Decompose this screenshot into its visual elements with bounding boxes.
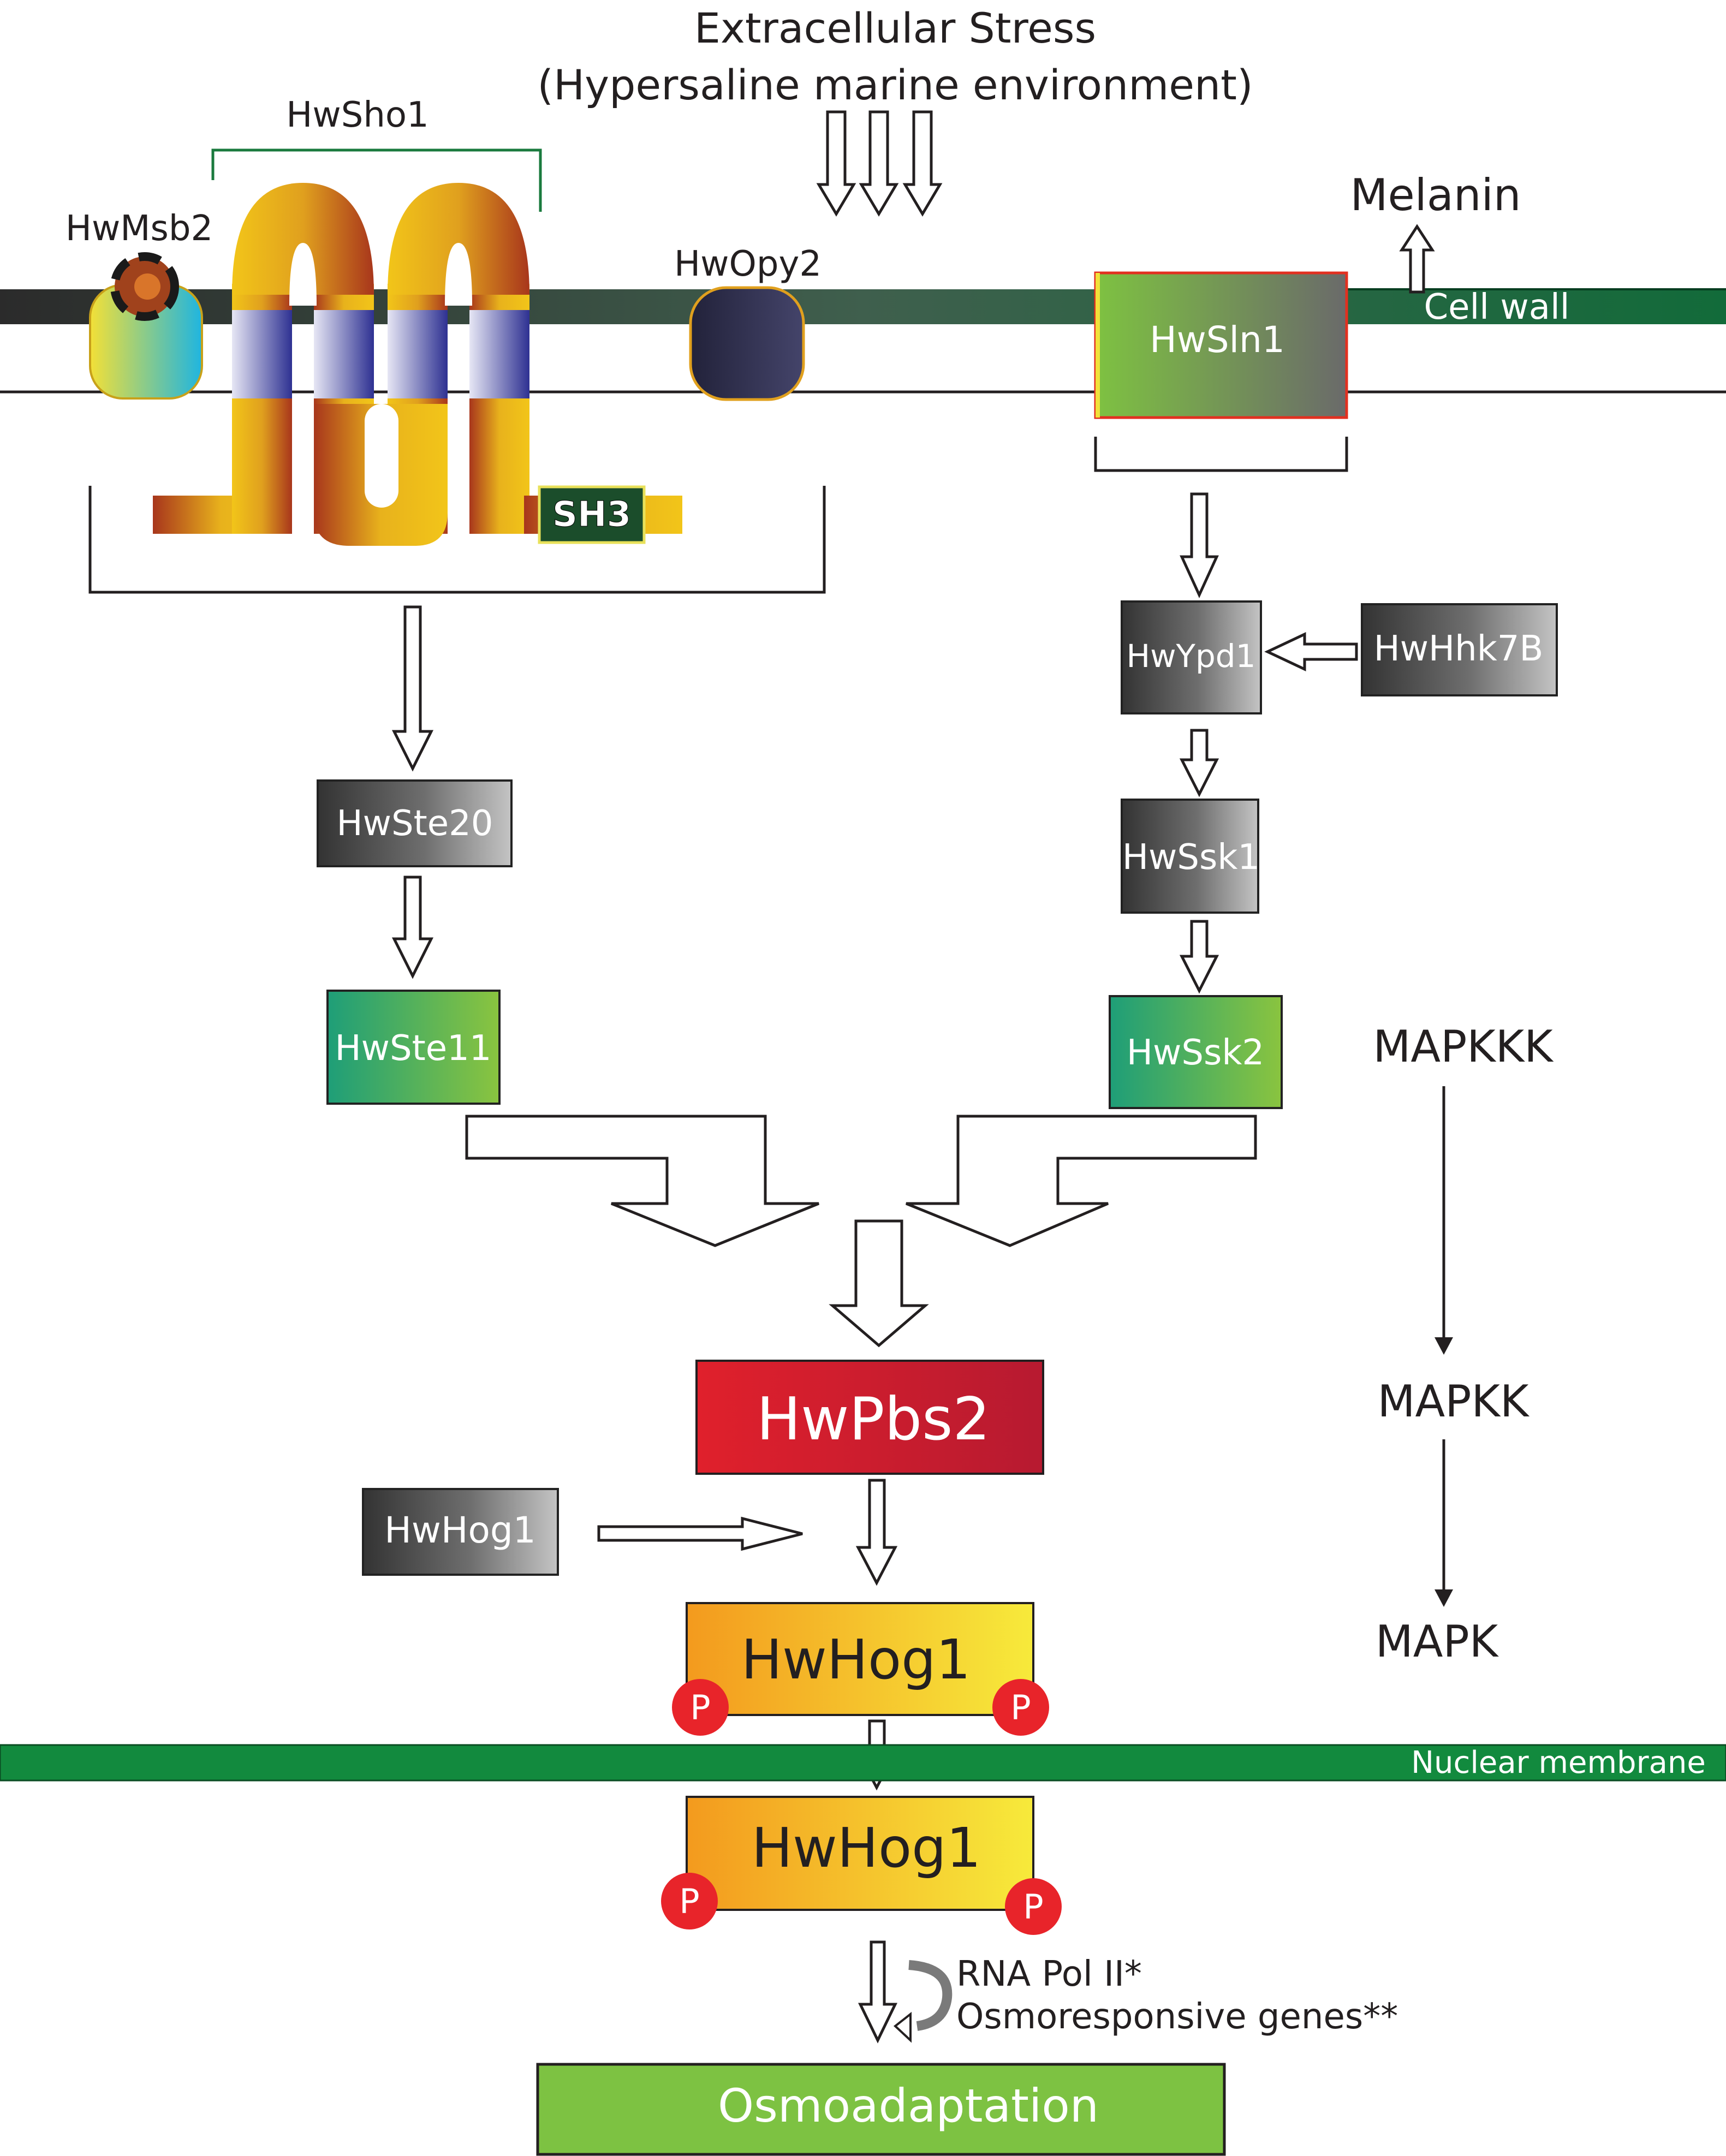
- outcome-box: [536, 2063, 1226, 2156]
- sln1-bracket: [1094, 437, 1348, 472]
- node-hog1-nucleus: [686, 1796, 1034, 1911]
- sh3-domain-box: [538, 485, 646, 544]
- stress-arrow-2: [859, 110, 899, 217]
- converging-arrows: [465, 1115, 1257, 1348]
- sho1-protein: [153, 183, 682, 546]
- hog1-cytoplasm-phospho-left: P: [672, 1679, 729, 1736]
- node-hog1-nucleus-label: HwHog1: [752, 1816, 981, 1880]
- rna-pol-label: RNA Pol II*: [956, 1954, 1142, 1994]
- node-ste11-label: HwSte11: [335, 1028, 492, 1069]
- node-pbs2-label: HwPbs2: [757, 1385, 990, 1454]
- sho1-branch-bracket: [88, 486, 826, 594]
- stress-subtitle: (Hypersaline marine environment): [537, 61, 1253, 109]
- sh3-label: SH3: [552, 495, 631, 535]
- phospho-label: P: [1010, 1688, 1031, 1728]
- node-hog1-cytoplasm-label: HwHog1: [741, 1628, 971, 1692]
- stress-title: Extracellular Stress: [694, 4, 1096, 52]
- node-ste20: [317, 779, 513, 867]
- hog1-cytoplasm-phospho-right: P: [992, 1679, 1049, 1736]
- phospho-label: P: [679, 1881, 699, 1921]
- node-ssk1-label: HwSsk1: [1122, 837, 1260, 878]
- cell-wall-label: Cell wall: [1424, 287, 1569, 327]
- node-ypd1-label: HwYpd1: [1126, 638, 1255, 675]
- sln1-converge-arrow: [906, 1115, 1257, 1247]
- node-ssk1: [1121, 799, 1259, 914]
- node-ypd1: [1121, 600, 1262, 714]
- sho1-converge-arrow: [465, 1115, 819, 1247]
- sln1-protein: [1094, 271, 1348, 419]
- node-hog1-cytoplasm: [686, 1602, 1034, 1716]
- to-pbs2-arrow: [829, 1219, 929, 1348]
- node-hog1-inactive-label: HwHog1: [384, 1509, 536, 1551]
- osmo-genes-label: Osmoresponsive genes**: [956, 1997, 1398, 2037]
- tier-mapkk: MAPKK: [1378, 1376, 1530, 1427]
- node-ssk2: [1109, 995, 1283, 1109]
- tier-mapkkk: MAPKKK: [1373, 1021, 1554, 1072]
- pbs2-to-hog1-arrow: [855, 1479, 898, 1586]
- nuclear-membrane-label: Nuclear membrane: [1411, 1745, 1706, 1780]
- sho1-bracket: [211, 148, 542, 212]
- hog1-to-pbs2-arrow: [597, 1516, 803, 1551]
- phospho-label: P: [1023, 1887, 1043, 1927]
- hhk7b-to-ypd1-arrow: [1264, 632, 1358, 671]
- node-ste11: [326, 990, 501, 1105]
- sln1-branch-arrows: [1179, 492, 1358, 994]
- melanin-arrow: [1399, 224, 1435, 294]
- hog1-nucleus-phospho-left: P: [661, 1873, 718, 1929]
- node-hog1-inactive: [362, 1488, 559, 1576]
- node-ssk2-label: HwSsk2: [1127, 1033, 1264, 1073]
- opy2-label: HwOpy2: [674, 244, 822, 284]
- msb2-glycan: [110, 252, 179, 321]
- hog1-to-genes-arrow: [858, 1940, 897, 2044]
- nuclear-membrane-band: [0, 1744, 1726, 1782]
- outcome-label: Osmoadaptation: [718, 2079, 1099, 2133]
- node-hhk7b: [1361, 603, 1558, 696]
- msb2-label: HwMsb2: [66, 209, 213, 249]
- melanin-label: Melanin: [1350, 170, 1521, 221]
- phospho-label: P: [690, 1688, 710, 1728]
- tier-arrow-2-head: [1435, 1589, 1453, 1607]
- stress-arrow-1: [816, 110, 856, 217]
- stress-arrows: [816, 110, 943, 217]
- sho1-label: HwSho1: [286, 95, 429, 135]
- hog1-nucleus-phospho-right: P: [1005, 1878, 1062, 1935]
- node-ste20-label: HwSte20: [337, 803, 493, 844]
- stress-arrow-3: [902, 110, 943, 217]
- tier-mapk: MAPK: [1376, 1616, 1499, 1667]
- opy2-protein: [689, 286, 805, 401]
- tier-arrow-1-head: [1435, 1337, 1453, 1355]
- sho1-branch-arrows: [391, 605, 434, 979]
- rna-pol-curved-arrow: [908, 1960, 953, 2031]
- node-hhk7b-label: HwHhk7B: [1374, 629, 1544, 669]
- sln1-label: HwSln1: [1150, 319, 1285, 361]
- node-pbs2: [695, 1360, 1044, 1475]
